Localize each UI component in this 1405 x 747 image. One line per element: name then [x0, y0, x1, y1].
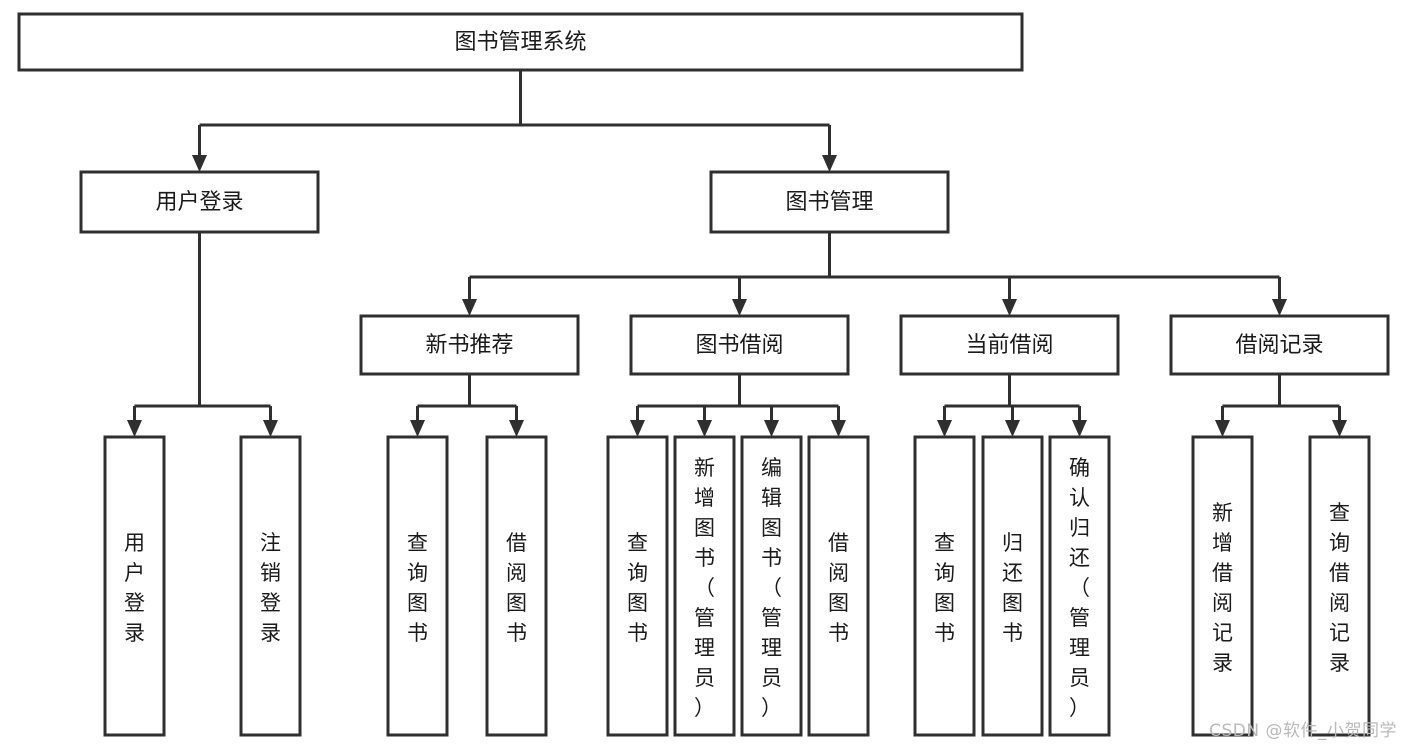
node-leaf-logout-login[interactable]: 注销登录 — [239, 435, 302, 737]
node-box-leaf-return-book[interactable] — [981, 435, 1044, 737]
node-leaf-confirm-return[interactable]: 确认归还（管理员） — [1048, 435, 1111, 737]
node-box-book-management[interactable] — [709, 170, 950, 234]
arrowhead-leaf-borrow-book-recommend — [509, 420, 524, 437]
node-current-borrow[interactable]: 当前借阅 — [899, 314, 1120, 376]
node-leaf-query-book-recommend[interactable]: 查询图书 — [386, 435, 449, 737]
node-user-login[interactable]: 用户登录 — [79, 170, 320, 234]
node-leaf-query-book-borrow[interactable]: 查询图书 — [606, 435, 669, 737]
node-book-borrow[interactable]: 图书借阅 — [629, 314, 850, 376]
node-label-leaf-return-book: 归还图书 — [1002, 531, 1023, 645]
node-label-new-book-recommend: 新书推荐 — [425, 333, 513, 358]
node-box-root[interactable] — [17, 12, 1024, 72]
node-box-leaf-query-book-recommend[interactable] — [386, 435, 449, 737]
node-label-leaf-logout-login: 注销登录 — [260, 531, 281, 645]
node-box-user-login[interactable] — [79, 170, 320, 234]
arrowhead-leaf-edit-book — [764, 420, 779, 437]
arrowhead-leaf-logout-login — [263, 420, 278, 437]
node-label-root: 图书管理系统 — [454, 30, 586, 55]
node-label-leaf-edit-book: 编辑图书（管理员） — [761, 456, 782, 720]
arrowhead-user-login — [192, 155, 207, 172]
arrowhead-current-borrow — [1002, 299, 1017, 316]
node-box-leaf-add-book[interactable] — [673, 435, 736, 737]
arrowhead-book-management — [822, 155, 837, 172]
arrowhead-leaf-add-borrow-record — [1215, 420, 1230, 437]
arrowhead-leaf-query-book-recommend — [410, 420, 425, 437]
arrowhead-leaf-user-login — [127, 420, 142, 437]
arrowhead-leaf-return-book — [1005, 420, 1020, 437]
arrowhead-leaf-query-book-current — [937, 420, 952, 437]
node-label-leaf-borrow-book: 借阅图书 — [828, 531, 849, 645]
node-leaf-edit-book[interactable]: 编辑图书（管理员） — [740, 435, 803, 737]
node-box-leaf-add-borrow-record[interactable] — [1191, 435, 1254, 737]
node-label-leaf-query-book-recommend: 查询图书 — [407, 531, 428, 645]
node-label-leaf-add-book: 新增图书（管理员） — [694, 456, 715, 720]
node-box-new-book-recommend[interactable] — [359, 314, 580, 376]
node-leaf-query-borrow-record[interactable]: 查询借阅记录 — [1308, 435, 1371, 737]
node-label-leaf-borrow-book-recommend: 借阅图书 — [506, 531, 527, 645]
arrowhead-new-book-recommend — [462, 299, 477, 316]
node-leaf-borrow-book-recommend[interactable]: 借阅图书 — [485, 435, 548, 737]
arrowhead-leaf-confirm-return — [1072, 420, 1087, 437]
node-label-user-login: 用户登录 — [155, 190, 243, 215]
arrowhead-leaf-query-borrow-record — [1332, 420, 1347, 437]
node-label-book-borrow: 图书借阅 — [695, 333, 783, 358]
node-leaf-add-borrow-record[interactable]: 新增借阅记录 — [1191, 435, 1254, 737]
node-book-management[interactable]: 图书管理 — [709, 170, 950, 234]
node-layer: 图书管理系统用户登录图书管理新书推荐图书借阅当前借阅借阅记录用户登录注销登录查询… — [17, 12, 1390, 737]
node-box-leaf-query-book-borrow[interactable] — [606, 435, 669, 737]
node-leaf-user-login[interactable]: 用户登录 — [103, 435, 166, 737]
node-box-leaf-borrow-book-recommend[interactable] — [485, 435, 548, 737]
node-leaf-return-book[interactable]: 归还图书 — [981, 435, 1044, 737]
node-box-leaf-user-login[interactable] — [103, 435, 166, 737]
node-box-current-borrow[interactable] — [899, 314, 1120, 376]
node-label-leaf-query-book-borrow: 查询图书 — [627, 531, 648, 645]
node-box-leaf-borrow-book[interactable] — [807, 435, 870, 737]
connector-layer — [127, 70, 1347, 437]
node-label-current-borrow: 当前借阅 — [965, 333, 1053, 358]
node-box-borrow-record[interactable] — [1169, 314, 1390, 376]
node-borrow-record[interactable]: 借阅记录 — [1169, 314, 1390, 376]
node-box-leaf-edit-book[interactable] — [740, 435, 803, 737]
node-leaf-add-book[interactable]: 新增图书（管理员） — [673, 435, 736, 737]
arrowhead-book-borrow — [732, 299, 747, 316]
arrowhead-leaf-query-book-borrow — [630, 420, 645, 437]
arrowhead-leaf-borrow-book — [831, 420, 846, 437]
node-label-leaf-add-borrow-record: 新增借阅记录 — [1212, 501, 1233, 675]
node-leaf-query-book-current[interactable]: 查询图书 — [913, 435, 976, 737]
node-label-book-management: 图书管理 — [785, 190, 873, 215]
node-box-book-borrow[interactable] — [629, 314, 850, 376]
node-leaf-borrow-book[interactable]: 借阅图书 — [807, 435, 870, 737]
node-label-leaf-confirm-return: 确认归还（管理员） — [1069, 456, 1090, 720]
node-root[interactable]: 图书管理系统 — [17, 12, 1024, 72]
node-label-borrow-record: 借阅记录 — [1235, 333, 1323, 358]
node-box-leaf-query-borrow-record[interactable] — [1308, 435, 1371, 737]
node-box-leaf-logout-login[interactable] — [239, 435, 302, 737]
node-new-book-recommend[interactable]: 新书推荐 — [359, 314, 580, 376]
node-label-leaf-query-book-current: 查询图书 — [934, 531, 955, 645]
arrowhead-leaf-add-book — [697, 420, 712, 437]
node-box-leaf-query-book-current[interactable] — [913, 435, 976, 737]
arrowhead-borrow-record — [1272, 299, 1287, 316]
node-label-leaf-query-borrow-record: 查询借阅记录 — [1329, 501, 1350, 675]
node-box-leaf-confirm-return[interactable] — [1048, 435, 1111, 737]
node-label-leaf-user-login: 用户登录 — [124, 531, 145, 645]
